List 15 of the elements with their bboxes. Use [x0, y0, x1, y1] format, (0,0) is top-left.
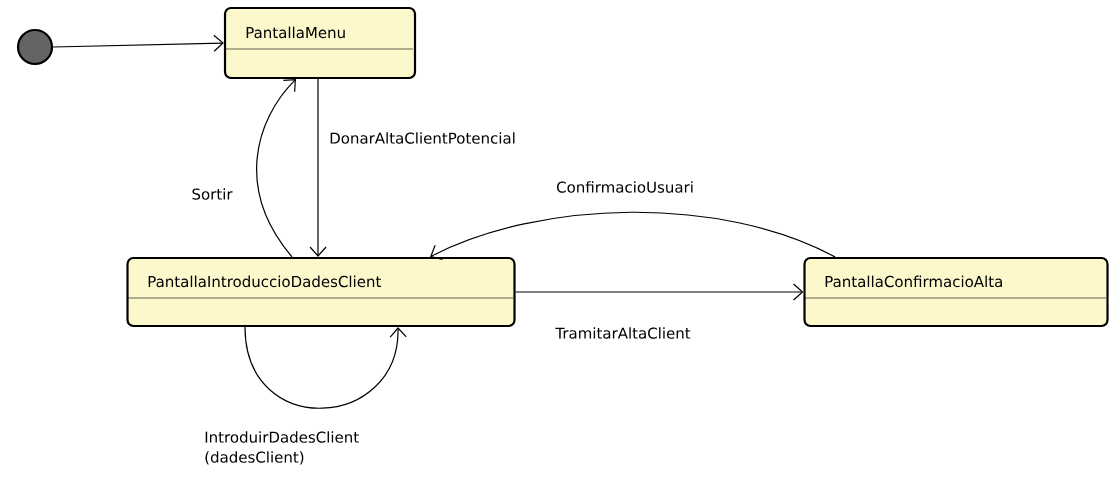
edge-label: ConfirmacioUsuari: [557, 181, 693, 193]
transition-arrow: [244, 326, 407, 409]
state-box: PantallaConfirmacioAlta: [803, 256, 1109, 328]
edge-label: Sortir: [192, 188, 233, 200]
edge-label: DonarAltaClientPotencial: [330, 132, 515, 144]
state-box: PantallaMenu: [223, 6, 417, 80]
state-box: PantallaIntroduccioDadesClient: [126, 256, 516, 328]
transition-arrow: [430, 211, 836, 261]
edge-label: TramitarAltaClient: [555, 327, 691, 339]
transition-arrow: [515, 283, 804, 301]
transition-arrow: [309, 78, 327, 257]
transition-arrow: [256, 79, 296, 258]
initial-state: [16, 28, 54, 66]
edge-label: IntroduirDadesClient (dadesClient): [205, 431, 359, 465]
transition-arrow: [52, 34, 224, 52]
